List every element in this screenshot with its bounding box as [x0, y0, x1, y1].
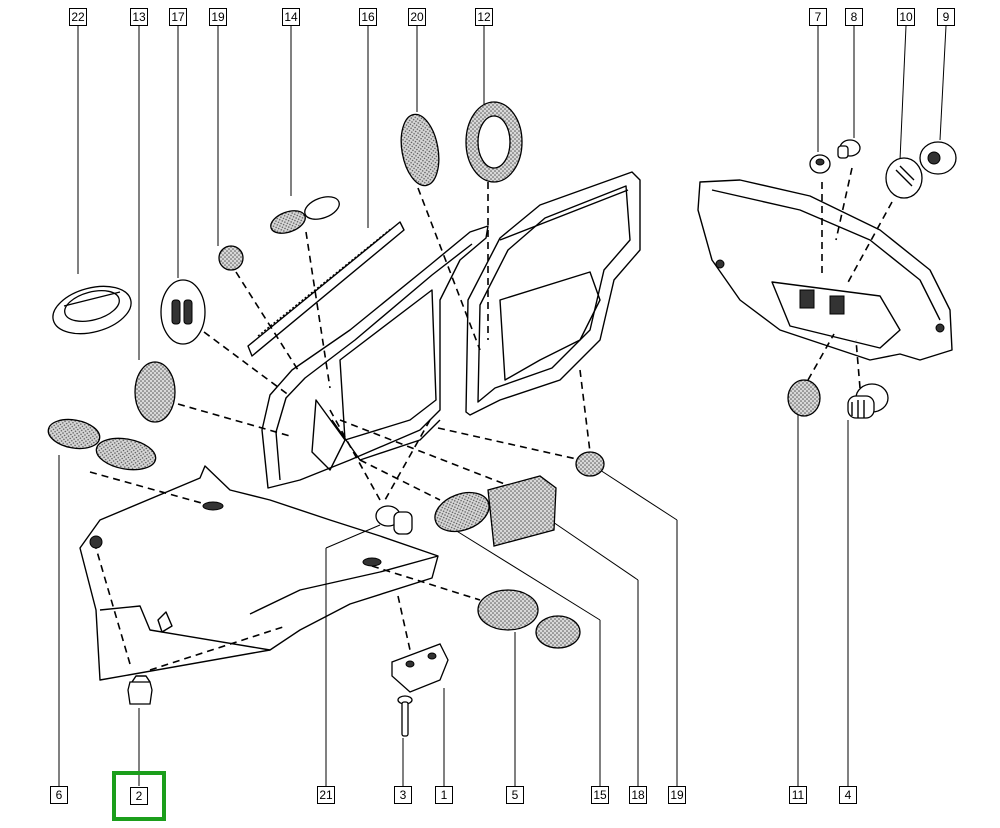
callout-6[interactable]: 6: [50, 786, 68, 804]
callout-12[interactable]: 12: [475, 8, 493, 26]
callout-19-top[interactable]: 19: [209, 8, 227, 26]
part-10-knob: [885, 157, 923, 199]
callout-8[interactable]: 8: [845, 8, 863, 26]
part-7-clip: [809, 154, 831, 174]
part-2-plug: [127, 675, 153, 705]
callout-2[interactable]: 2: [130, 787, 148, 805]
part-3-rivet: [397, 695, 413, 737]
callout-10[interactable]: 10: [897, 8, 915, 26]
part-19-plug: [218, 245, 244, 271]
part-15-plug: [434, 491, 490, 533]
part-11-plug: [787, 379, 821, 417]
callout-7[interactable]: 7: [809, 8, 827, 26]
part-6-plug-b: [95, 437, 157, 471]
callout-16[interactable]: 16: [359, 8, 377, 26]
callout-1[interactable]: 1: [435, 786, 453, 804]
parts: [47, 101, 957, 737]
part-20-plug: [400, 113, 440, 187]
part-17-grommet: [160, 279, 206, 345]
callout-4[interactable]: 4: [839, 786, 857, 804]
part-19b-plug: [575, 451, 605, 477]
part-5-disc-b: [535, 615, 581, 649]
callout-5[interactable]: 5: [506, 786, 524, 804]
callout-3[interactable]: 3: [394, 786, 412, 804]
callout-21[interactable]: 21: [317, 786, 335, 804]
callout-9[interactable]: 9: [937, 8, 955, 26]
part-5-disc-a: [477, 589, 539, 631]
callout-22[interactable]: 22: [69, 8, 87, 26]
callout-19-bottom[interactable]: 19: [668, 786, 686, 804]
callout-15[interactable]: 15: [591, 786, 609, 804]
part-22-grommet: [52, 285, 132, 335]
callout-20[interactable]: 20: [408, 8, 426, 26]
callout-14[interactable]: 14: [282, 8, 300, 26]
callout-17[interactable]: 17: [169, 8, 187, 26]
tailgate-panel: [697, 179, 953, 361]
callout-11[interactable]: 11: [789, 786, 807, 804]
assembly-lines: [89, 167, 893, 671]
part-12-grommet: [465, 101, 523, 183]
hood-panel: [79, 465, 439, 681]
selection-highlight: [112, 771, 166, 821]
part-21-clip: [375, 505, 413, 535]
part-6-plug-a: [47, 418, 101, 450]
part-4-bumper: [847, 383, 889, 419]
callout-18[interactable]: 18: [629, 786, 647, 804]
part-13-plug: [134, 361, 176, 423]
car-body: [247, 171, 641, 489]
part-1-bracket: [391, 643, 449, 693]
part-8-clip: [837, 139, 861, 159]
callout-2-selected[interactable]: 2: [112, 771, 166, 821]
part-9-washer: [919, 141, 957, 175]
part-18-pad: [487, 475, 557, 547]
callout-13[interactable]: 13: [130, 8, 148, 26]
part-14-plug-a: [270, 210, 306, 234]
part-14-plug-b: [304, 196, 340, 220]
